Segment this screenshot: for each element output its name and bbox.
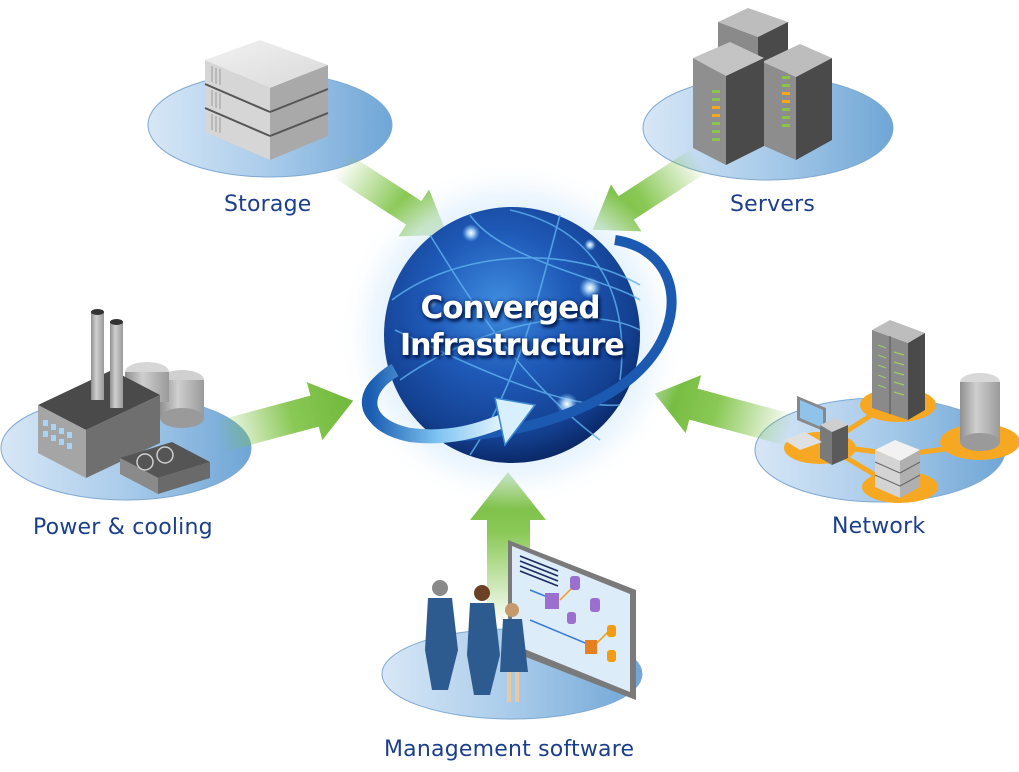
label-servers: Servers	[730, 192, 816, 217]
label-storage: Storage	[224, 192, 312, 217]
globe-icon	[337, 160, 687, 510]
factory-icon	[38, 309, 210, 494]
label-network: Network	[832, 514, 926, 539]
person	[467, 585, 500, 695]
storage-icon	[204, 40, 329, 160]
person	[500, 603, 528, 702]
center-title: Converged Infrastructure	[400, 282, 625, 372]
center-title-line2: Infrastructure	[400, 328, 625, 363]
server-leds	[712, 76, 790, 141]
dashboard-nodes	[529, 576, 616, 662]
arrow-network-to-center	[654, 375, 795, 446]
label-power-cooling: Power & cooling	[33, 515, 213, 540]
people-dashboard-icon	[425, 540, 636, 702]
arrow-power-to-center	[213, 382, 354, 453]
center-title-line1: Converged	[420, 290, 600, 326]
person	[425, 580, 458, 690]
server-rack-icon	[693, 8, 832, 165]
label-management-software: Management software	[384, 737, 635, 762]
network-icon	[784, 320, 1019, 503]
